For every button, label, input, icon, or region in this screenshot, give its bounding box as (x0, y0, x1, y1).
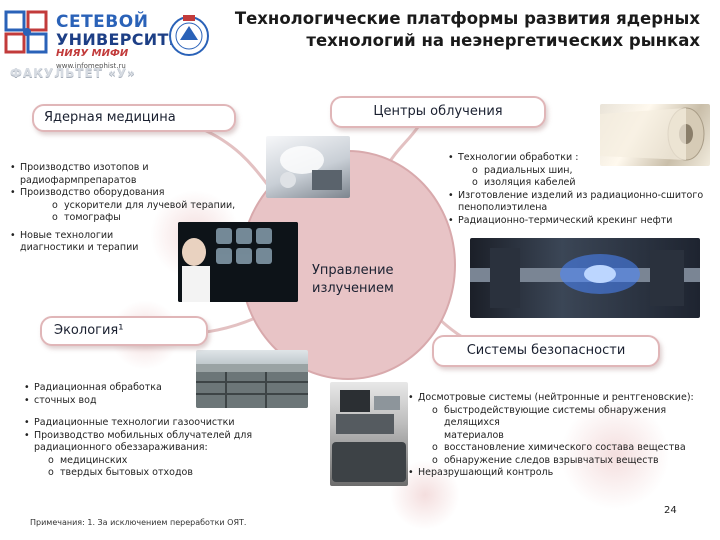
logo-url: www.infomephist.ru (56, 62, 126, 70)
list-item: изоляция кабелей (446, 177, 708, 190)
list-item: Производство изотопов и (8, 162, 258, 175)
list-item: радиальных шин, (446, 165, 708, 178)
list-item: пенополиэтилена (458, 202, 548, 213)
list-item: томографы (8, 212, 258, 225)
list-item: Радиационные технологии газоочистки (22, 417, 272, 430)
list-item: радиационного обеззараживания: (34, 442, 208, 453)
irradiation-centers-label: Центры облучения (330, 96, 546, 128)
list-item: твердых бытовых отходов (22, 467, 272, 480)
ecology-list: Радиационная обработка сточных вод Радиа… (22, 382, 272, 480)
title-line-1: Технологические платформы развития ядерн… (234, 9, 700, 28)
irradiation-centers-list: Технологии обработки : радиальных шин, и… (446, 152, 708, 227)
list-item: Новые технологии (8, 230, 258, 243)
logo-mark-icon (4, 10, 48, 54)
list-item: Производство оборудования (8, 187, 258, 200)
list-item: Радиационная обработка (22, 382, 272, 395)
list-item: обнаружение следов взрывчатых веществ (406, 455, 706, 468)
list-item: Радиационно-термический крекинг нефти (446, 215, 708, 228)
list-item: медицинских (22, 455, 272, 468)
list-item: Изготовление изделий из радиационно-сшит… (446, 190, 708, 203)
central-label-line1: Управление (312, 263, 394, 278)
nuclear-medicine-label: Ядерная медицина (32, 104, 236, 132)
list-item: радиофармпрепаратов (20, 174, 137, 186)
logo-text-line2: УНИВЕРСИТЕТ (56, 30, 192, 49)
security-systems-label: Системы безопасности (432, 335, 660, 367)
university-crest-icon (169, 15, 209, 56)
list-item: Производство мобильных облучателей для (22, 430, 272, 443)
nuclear-medicine-list: Производство изотопов и радиофармпрепара… (8, 162, 258, 255)
list-item: Досмотровые системы (нейтронные и рентге… (406, 392, 706, 405)
list-item: ускорители для лучевой терапии, (8, 200, 258, 213)
page-number: 24 (664, 505, 677, 516)
inspection-scanner-photo (330, 382, 408, 486)
security-systems-list: Досмотровые системы (нейтронные и рентге… (406, 392, 706, 480)
slide-title: Технологические платформы развития ядерн… (214, 8, 700, 52)
central-label-line2: излучением (312, 281, 394, 296)
central-label: Управление излучением (312, 262, 394, 298)
list-item: восстановление химического состава вещес… (406, 442, 706, 455)
lab-equipment-photo (266, 136, 350, 198)
list-gap (22, 407, 272, 417)
university-logo: СЕТЕВОЙ УНИВЕРСИТЕТ НИЯУ МИФИ www.infome… (4, 4, 191, 74)
logo-text-line3: НИЯУ МИФИ (56, 48, 129, 59)
list-item: материалов (444, 429, 504, 441)
list-item: сточных вод (22, 395, 272, 408)
footnote: Примечания: 1. За исключением переработк… (30, 518, 247, 527)
ecology-label: Экология¹ (40, 316, 208, 346)
logo-text-line1: СЕТЕВОЙ (56, 12, 149, 32)
list-item: Неразрушающий контроль (406, 467, 706, 480)
list-item: быстродействующие системы обнаружения де… (406, 405, 706, 430)
faculty-label: ФАКУЛЬТЕТ «У» (10, 66, 136, 80)
particle-accelerator-photo (470, 238, 700, 318)
title-line-2: технологий на неэнергетических рынках (306, 31, 700, 50)
list-item: Технологии обработки : (446, 152, 708, 165)
list-item: диагностики и терапии (20, 242, 139, 253)
